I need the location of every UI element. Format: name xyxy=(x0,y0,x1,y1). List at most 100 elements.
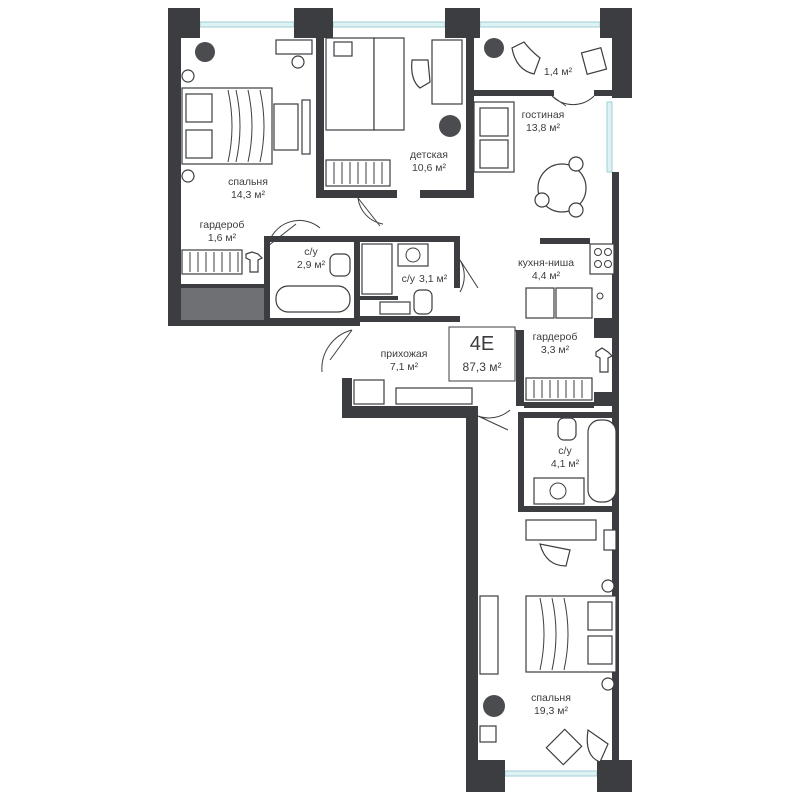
wall xyxy=(316,36,324,196)
wall xyxy=(518,412,524,512)
wall xyxy=(270,236,356,242)
wall xyxy=(594,318,619,338)
room-name-living: гостиная xyxy=(522,109,565,121)
wall xyxy=(612,322,619,792)
door-bath-3 xyxy=(477,409,511,431)
type-code: 4Е xyxy=(470,333,494,355)
room-area-bedroom-1: 14,3 м² xyxy=(231,189,266,201)
wall xyxy=(454,236,460,288)
room-name-wardrobe-2: гардероб xyxy=(533,331,578,343)
wall xyxy=(597,760,632,792)
chair-icon xyxy=(568,202,584,218)
burner-icon xyxy=(594,248,602,256)
room-area-bedroom-2: 19,3 м² xyxy=(534,705,569,717)
blanket-icon xyxy=(227,89,265,163)
window-nursery xyxy=(332,21,446,28)
wall xyxy=(516,330,524,406)
sink-bowl-icon xyxy=(405,247,421,263)
shirt-icon xyxy=(245,251,264,273)
stove-icon xyxy=(589,243,615,275)
bath-3-fixtures xyxy=(533,417,617,505)
wall xyxy=(420,190,474,198)
wall xyxy=(524,402,594,408)
side-table-icon xyxy=(580,47,608,75)
burner-icon xyxy=(594,260,602,268)
wardrobe-2-furniture xyxy=(525,347,614,401)
room-name-hallway: прихожая xyxy=(381,348,428,360)
door-bath-1 xyxy=(267,219,321,247)
room-name-nursery: детская xyxy=(410,149,448,161)
bathtub-icon xyxy=(275,285,351,313)
wall xyxy=(360,296,398,300)
window-bedroom-1 xyxy=(199,21,295,28)
chair-icon xyxy=(568,156,584,172)
type-box xyxy=(448,326,516,382)
balcony-furniture xyxy=(484,38,608,75)
room-labels: спальня 14,3 м² детская 10,6 м² 1,4 м² г… xyxy=(200,66,580,717)
room-area-hallway: 7,1 м² xyxy=(390,361,419,373)
door-balcony xyxy=(551,95,595,107)
pillow-icon xyxy=(587,601,613,631)
wall xyxy=(540,238,590,244)
door-nursery xyxy=(357,197,384,227)
room-area-nursery: 10,6 м² xyxy=(412,162,447,174)
plant-icon xyxy=(484,38,504,58)
sink-icon xyxy=(397,243,429,267)
shelf-icon xyxy=(603,529,617,551)
storage-block xyxy=(181,288,264,320)
stool-icon xyxy=(479,725,497,743)
hangers-icon xyxy=(333,162,383,184)
walls xyxy=(168,8,632,792)
wall xyxy=(264,236,270,326)
wall xyxy=(168,8,181,326)
wall xyxy=(360,236,460,242)
sink-icon xyxy=(555,287,593,319)
hangers-icon xyxy=(189,252,239,272)
window-bedroom-2 xyxy=(504,770,598,777)
wall xyxy=(316,190,397,198)
wardrobe-1-furniture xyxy=(181,249,264,275)
door-bath-2 xyxy=(459,259,479,293)
toilet-icon xyxy=(413,289,433,315)
plant-icon xyxy=(439,115,461,137)
bath-1-fixtures xyxy=(275,253,351,313)
wardrobe-rack xyxy=(181,249,243,275)
wall xyxy=(518,506,619,512)
wall xyxy=(445,8,480,38)
bath-2-fixtures xyxy=(361,243,433,315)
nursery-furniture xyxy=(325,37,463,187)
pillow-icon xyxy=(333,41,353,57)
toilet-icon xyxy=(329,253,351,277)
apartment-type-badge: 4Е 87,3 м² xyxy=(448,326,516,382)
armchair-icon xyxy=(586,728,609,763)
door-entrance xyxy=(321,329,353,373)
window-balcony xyxy=(479,21,601,28)
chair-icon xyxy=(539,543,571,567)
sofa-cushion xyxy=(479,139,509,169)
dining-table xyxy=(537,163,587,213)
living-furniture xyxy=(473,101,587,218)
chair-icon xyxy=(534,192,550,208)
sink-bowl-icon xyxy=(549,482,567,500)
total-area: 87,3 м² xyxy=(463,360,502,374)
room-area-living: 13,8 м² xyxy=(526,122,561,134)
doors xyxy=(267,95,595,431)
blanket-icon xyxy=(539,597,569,671)
wall xyxy=(518,412,619,418)
wall xyxy=(360,316,460,322)
side-table-icon xyxy=(545,728,583,766)
shower-icon xyxy=(361,243,393,295)
room-area-bath-1: 2,9 м² xyxy=(297,259,326,271)
chair-icon xyxy=(411,59,431,89)
pillow-icon xyxy=(587,635,613,665)
wall xyxy=(466,36,474,198)
desk xyxy=(275,39,313,55)
bedroom-2-furniture xyxy=(479,519,617,766)
pillow-icon xyxy=(185,129,213,159)
wall xyxy=(466,410,478,792)
wall xyxy=(342,406,478,418)
shirt-icon xyxy=(595,347,614,373)
room-area-wardrobe-1: 1,6 м² xyxy=(208,232,237,244)
bedroom-1-furniture xyxy=(181,39,313,183)
